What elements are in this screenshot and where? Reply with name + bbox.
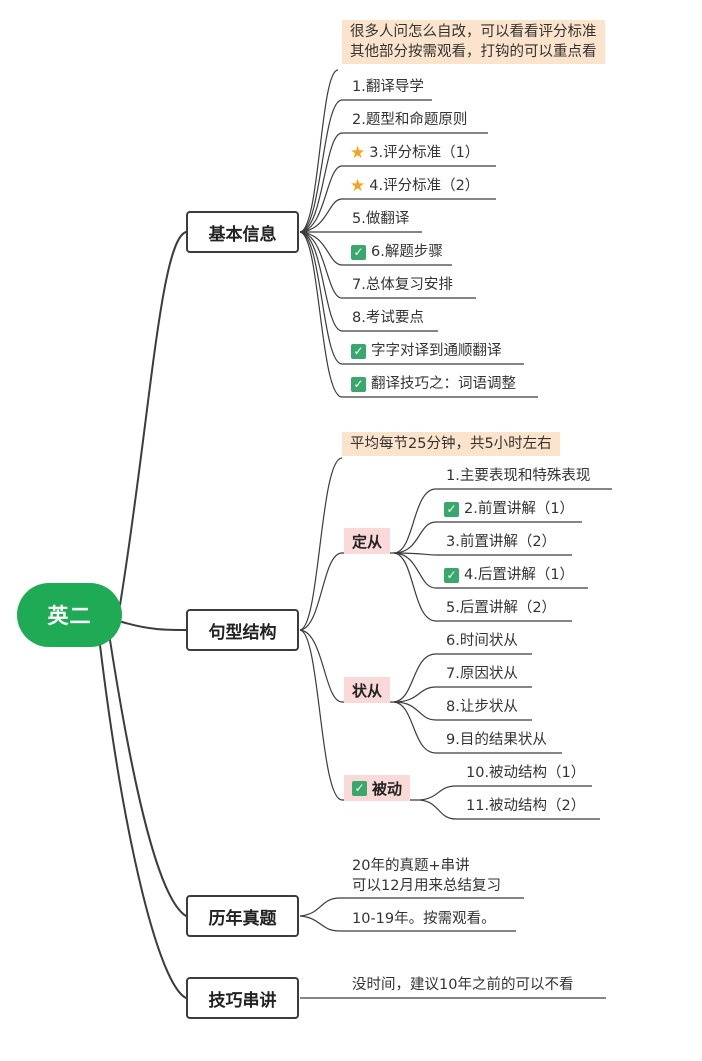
leaf-label: 6.解题步骤 (371, 243, 443, 261)
leaf-techniques-1[interactable]: 没时间，建议10年之前的可以不看 (352, 976, 573, 994)
leaf-basic-1[interactable]: 1.翻译导学 (352, 78, 424, 96)
leaf-basic-6[interactable]: ✓ 6.解题步骤 (351, 243, 443, 261)
checkmark-icon: ✓ (444, 502, 459, 517)
subnode-label: 定从 (352, 531, 382, 552)
leaf-basic-3[interactable]: ★3.评分标准（1） (350, 144, 479, 162)
leaf-label: 1.主要表现和特殊表现 (446, 467, 590, 485)
structure-note: 平均每节25分钟，共5小时左右 (342, 432, 560, 456)
category-label: 基本信息 (209, 220, 277, 245)
basic-info-note: 很多人问怎么自改，可以看看评分标准 其他部分按需观看，打钩的可以重点看 (342, 20, 605, 64)
category-basic-info[interactable]: 基本信息 (186, 211, 299, 253)
category-past-exams[interactable]: 历年真题 (186, 895, 299, 937)
leaf-label: 8.考试要点 (352, 309, 424, 327)
checkmark-icon: ✓ (351, 245, 366, 260)
leaf-label: 1.翻译导学 (352, 78, 424, 96)
leaf-label: 6.时间状从 (446, 632, 518, 650)
star-icon: ★ (350, 145, 365, 162)
checkmark-icon: ✓ (444, 568, 459, 583)
leaf-zhuangcong-1[interactable]: 6.时间状从 (446, 632, 518, 650)
leaf-label: 3.评分标准（1） (369, 144, 479, 162)
category-label: 技巧串讲 (209, 986, 277, 1011)
leaf-basic-8[interactable]: 8.考试要点 (352, 309, 424, 327)
leaf-basic-5[interactable]: 5.做翻译 (352, 210, 409, 228)
leaf-beidong-2[interactable]: 11.被动结构（2） (466, 797, 585, 815)
note-line: 很多人问怎么自改，可以看看评分标准 (350, 22, 597, 42)
checkmark-icon: ✓ (351, 344, 366, 359)
subnode-label: 状从 (352, 680, 382, 701)
leaf-label: 8.让步状从 (446, 698, 518, 716)
leaf-label: 3.前置讲解（2） (446, 533, 556, 551)
subnode-beidong[interactable]: ✓ 被动 (344, 775, 410, 801)
leaf-label: 7.总体复习安排 (352, 276, 453, 294)
connector-root-pastexams (110, 640, 186, 916)
leaf-pastexams-2[interactable]: 10-19年。按需观看。 (352, 910, 496, 928)
leaf-dingcong-2[interactable]: ✓ 2.前置讲解（1） (444, 500, 574, 518)
category-sentence-structure[interactable]: 句型结构 (186, 609, 299, 651)
leaf-zhuangcong-4[interactable]: 9.目的结果状从 (446, 731, 547, 749)
leaf-dingcong-1[interactable]: 1.主要表现和特殊表现 (446, 467, 590, 485)
leaf-basic-10[interactable]: ✓ 翻译技巧之：词语调整 (351, 375, 516, 393)
leaf-label: 9.目的结果状从 (446, 731, 547, 749)
leaf-label: 5.后置讲解（2） (446, 599, 556, 617)
connector-root-structure (122, 622, 186, 630)
leaf-label-line2: 可以12月用来总结复习 (352, 876, 501, 896)
checkmark-icon: ✓ (351, 377, 366, 392)
note-line: 其他部分按需观看，打钩的可以重点看 (350, 42, 597, 62)
subnode-dingcong[interactable]: 定从 (344, 528, 390, 554)
subnode-label: 被动 (372, 778, 402, 799)
leaf-label: 4.后置讲解（1） (464, 566, 574, 584)
leaf-zhuangcong-3[interactable]: 8.让步状从 (446, 698, 518, 716)
category-label: 句型结构 (209, 618, 277, 643)
leaf-basic-4[interactable]: ★4.评分标准（2） (350, 177, 479, 195)
leaf-label: 11.被动结构（2） (466, 797, 585, 815)
leaf-dingcong-5[interactable]: 5.后置讲解（2） (446, 599, 556, 617)
star-icon: ★ (350, 178, 365, 195)
leaf-label: 10-19年。按需观看。 (352, 910, 496, 928)
leaf-label: 5.做翻译 (352, 210, 409, 228)
connector-root-techniques (100, 645, 186, 998)
checkmark-icon: ✓ (352, 781, 367, 796)
leaf-pastexams-1[interactable]: 20年的真题+串讲 可以12月用来总结复习 (352, 856, 501, 896)
category-label: 历年真题 (209, 904, 277, 929)
leaf-label: 翻译技巧之：词语调整 (371, 375, 516, 393)
connector-root-basic (120, 232, 186, 605)
leaf-label: 2.前置讲解（1） (464, 500, 574, 518)
note-line: 平均每节25分钟，共5小时左右 (350, 436, 552, 452)
leaf-label: 20年的真题+串讲 (352, 856, 501, 876)
root-node[interactable]: 英二 (17, 583, 122, 647)
leaf-label: 2.题型和命题原则 (352, 111, 467, 129)
leaf-dingcong-3[interactable]: 3.前置讲解（2） (446, 533, 556, 551)
category-techniques[interactable]: 技巧串讲 (186, 977, 299, 1019)
leaf-label: 没时间，建议10年之前的可以不看 (352, 976, 573, 994)
leaf-dingcong-4[interactable]: ✓ 4.后置讲解（1） (444, 566, 574, 584)
leaf-label: 10.被动结构（1） (466, 764, 585, 782)
subnode-zhuangcong[interactable]: 状从 (344, 677, 390, 703)
leaf-basic-7[interactable]: 7.总体复习安排 (352, 276, 453, 294)
leaf-beidong-1[interactable]: 10.被动结构（1） (466, 764, 585, 782)
root-label: 英二 (48, 600, 92, 630)
leaf-label: 7.原因状从 (446, 665, 518, 683)
leaf-label: 4.评分标准（2） (369, 177, 479, 195)
leaf-basic-2[interactable]: 2.题型和命题原则 (352, 111, 467, 129)
leaf-basic-9[interactable]: ✓ 字字对译到通顺翻译 (351, 342, 502, 360)
leaf-label: 字字对译到通顺翻译 (371, 342, 502, 360)
leaf-zhuangcong-2[interactable]: 7.原因状从 (446, 665, 518, 683)
